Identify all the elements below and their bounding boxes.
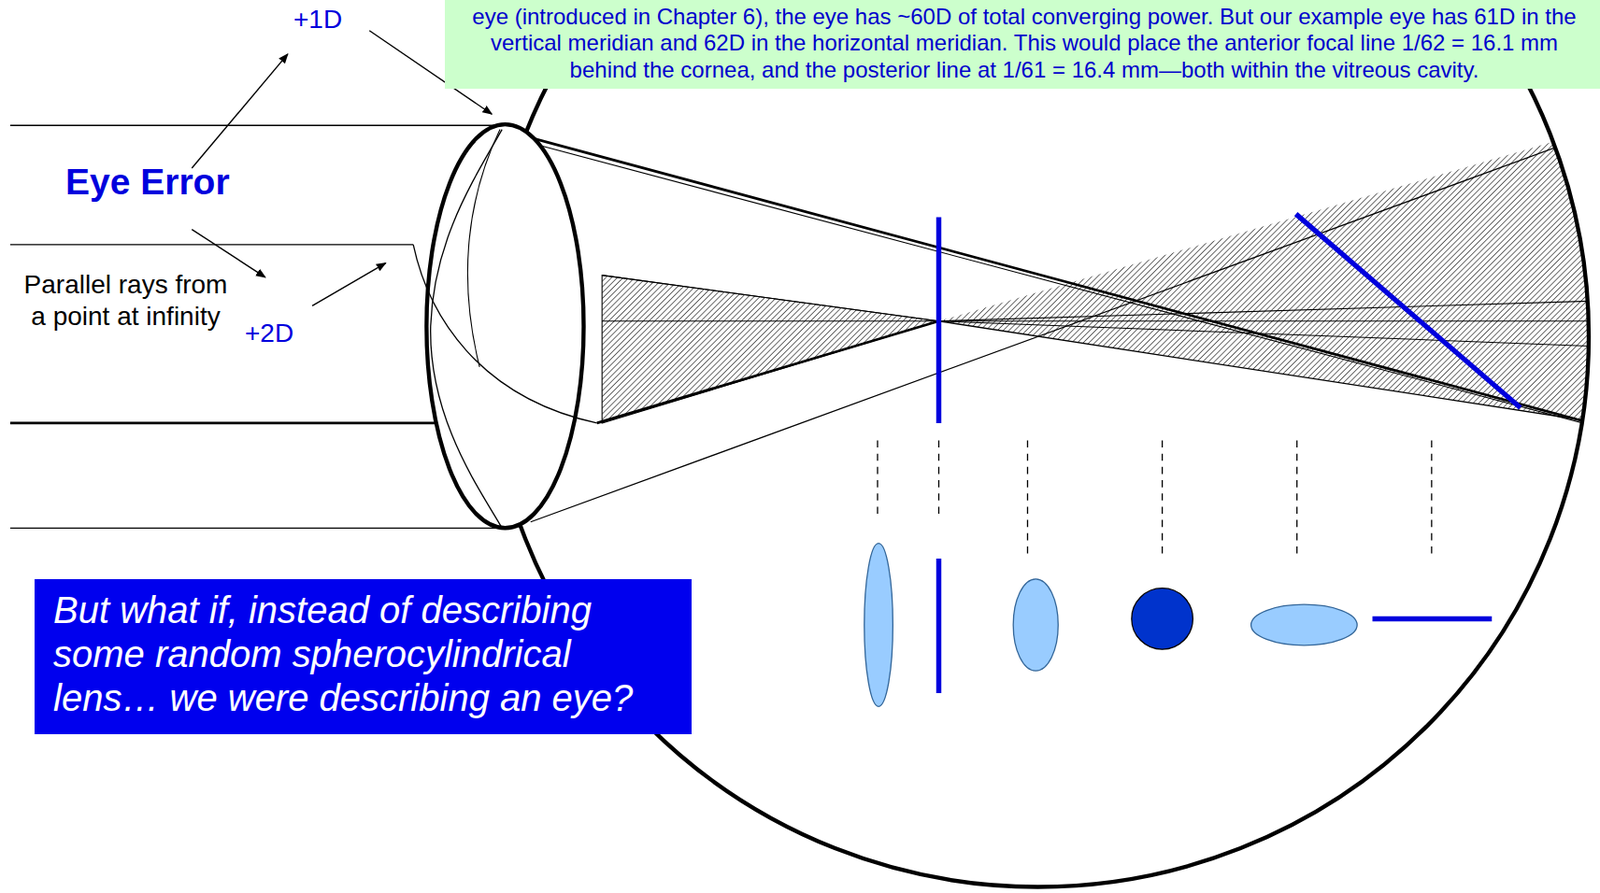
power-label: +1D [293, 3, 378, 36]
power-label: +2D [244, 317, 329, 350]
box-text: But what if, instead of describing some … [53, 588, 675, 722]
magnifier-circle [486, 0, 1589, 887]
box-text: eye (introduced in Chapter 6), the eye h… [457, 3, 1591, 84]
heading-label: Eye Error [65, 160, 309, 205]
eye-cornea [413, 124, 598, 529]
question-box: But what if, instead of describing some … [34, 579, 692, 735]
note-box: eye (introduced in Chapter 6), the eye h… [444, 0, 1600, 89]
ray-note: Parallel rays from a point at infinity [20, 269, 231, 332]
